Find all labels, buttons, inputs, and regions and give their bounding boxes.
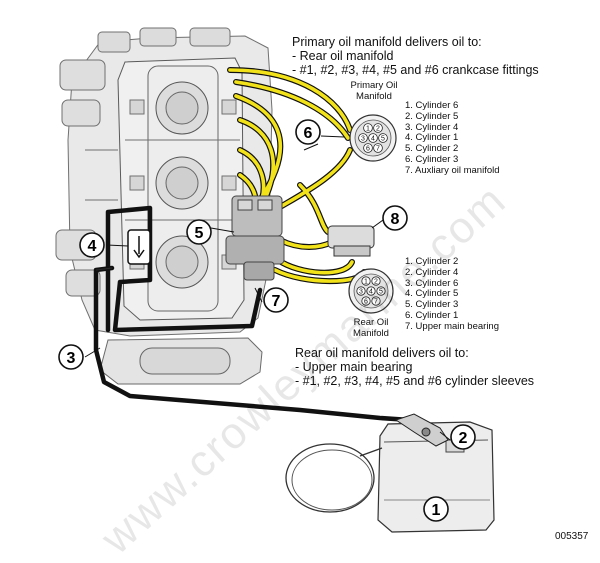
callout-2: 2 bbox=[450, 424, 476, 450]
auxiliary-manifold-connector bbox=[327, 225, 375, 257]
primary-manifold-caption: Primary oil manifold delivers oil to: - … bbox=[292, 35, 539, 77]
legend-item: 7. Auxliary oil manifold bbox=[405, 164, 500, 176]
legend-item: 1. Cylinder 2 bbox=[405, 256, 459, 267]
port-number: 6 bbox=[366, 146, 370, 153]
port-hole bbox=[358, 133, 368, 143]
figure-number: 005357 bbox=[555, 531, 589, 542]
callout-5-label: 5 bbox=[195, 225, 204, 242]
port-number: 2 bbox=[374, 279, 378, 286]
port-number: 4 bbox=[371, 136, 375, 143]
rear-manifold-caption-item: - Upper main bearing bbox=[295, 360, 413, 374]
callout-8: 8 bbox=[382, 205, 408, 231]
primary-manifold-legend: 1. Cylinder 6 2. Cylinder 5 3. Cylinder … bbox=[405, 100, 500, 176]
primary-manifold-caption-title: Primary oil manifold delivers oil to: bbox=[292, 35, 482, 49]
port-hole bbox=[378, 133, 388, 143]
rear-manifold-label-line: Rear Oil bbox=[353, 317, 389, 328]
legend-item: 5. Cylinder 3 bbox=[405, 299, 459, 311]
legend-item: 2. Cylinder 5 bbox=[405, 110, 459, 122]
port-number: 5 bbox=[381, 136, 385, 143]
rear-manifold-caption: Rear oil manifold delivers oil to: - Upp… bbox=[295, 346, 534, 388]
port-number: 7 bbox=[374, 299, 378, 306]
legend-item: 7. Upper main bearing bbox=[405, 320, 499, 332]
inline-oil-filter bbox=[127, 229, 151, 265]
port-hole bbox=[363, 123, 373, 133]
port-number: 4 bbox=[369, 289, 373, 296]
callout-6: 6 bbox=[295, 119, 321, 145]
port-hole bbox=[361, 276, 371, 286]
legend-item: 6. Cylinder 3 bbox=[405, 153, 459, 165]
primary-manifold-label: Primary Oil Manifold bbox=[348, 80, 400, 102]
port-number: 7 bbox=[376, 146, 380, 153]
callout-7: 7 bbox=[263, 287, 289, 313]
port-hole bbox=[356, 286, 366, 296]
port-hole bbox=[366, 286, 376, 296]
port-hole bbox=[376, 286, 386, 296]
callout-4-label: 4 bbox=[88, 238, 97, 255]
legend-item: 3. Cylinder 4 bbox=[405, 121, 459, 133]
rear-manifold-caption-title: Rear oil manifold delivers oil to: bbox=[295, 346, 469, 360]
callout-7-label: 7 bbox=[272, 293, 281, 310]
port-hole bbox=[373, 143, 383, 153]
rear-manifold-caption-item: - #1, #2, #3, #4, #5 and #6 cylinder sle… bbox=[295, 374, 535, 388]
legend-item: 4. Cylinder 5 bbox=[405, 288, 459, 300]
callout-8-label: 8 bbox=[391, 211, 400, 228]
callout-3: 3 bbox=[58, 344, 84, 370]
legend-item: 3. Cylinder 6 bbox=[405, 277, 459, 289]
callout-4: 4 bbox=[79, 232, 105, 258]
primary-manifold-caption-item: - Rear oil manifold bbox=[292, 49, 394, 63]
port-number: 2 bbox=[376, 126, 380, 133]
callout-6-label: 6 bbox=[304, 125, 313, 142]
primary-oil-manifold-assembly bbox=[225, 195, 285, 281]
port-hole bbox=[371, 276, 381, 286]
port-hole bbox=[371, 296, 381, 306]
legend-item: 5. Cylinder 2 bbox=[405, 143, 459, 155]
rear-manifold-label-line: Manifold bbox=[353, 328, 389, 339]
callout-3-label: 3 bbox=[67, 350, 76, 367]
port-number: 1 bbox=[364, 279, 368, 286]
primary-manifold-label-line: Primary Oil bbox=[350, 80, 398, 91]
port-hole bbox=[361, 296, 371, 306]
legend-item: 1. Cylinder 6 bbox=[405, 100, 459, 111]
callout-5: 5 bbox=[186, 219, 212, 245]
callout-2-label: 2 bbox=[459, 430, 468, 447]
leader-lines bbox=[84, 135, 451, 441]
legend-item: 2. Cylinder 4 bbox=[405, 266, 459, 278]
callout-1-label: 1 bbox=[432, 502, 441, 519]
port-number: 1 bbox=[366, 126, 370, 133]
primary-manifold-caption-item: - #1, #2, #3, #4, #5 and #6 crankcase fi… bbox=[292, 63, 539, 77]
port-number: 3 bbox=[359, 289, 363, 296]
port-hole bbox=[363, 143, 373, 153]
primary-manifold-label-line: Manifold bbox=[356, 91, 392, 102]
port-number: 3 bbox=[361, 136, 365, 143]
port-hole bbox=[373, 123, 383, 133]
rear-manifold-label: Rear Oil Manifold bbox=[346, 317, 396, 339]
port-hole bbox=[368, 133, 378, 143]
callout-1: 1 bbox=[423, 496, 449, 522]
legend-item: 6. Cylinder 1 bbox=[405, 309, 459, 321]
rear-manifold-legend: 1. Cylinder 2 2. Cylinder 4 3. Cylinder … bbox=[405, 256, 499, 332]
port-number: 6 bbox=[364, 299, 368, 306]
oil-supply-hose-inner bbox=[95, 267, 113, 271]
port-number: 5 bbox=[379, 289, 383, 296]
legend-item: 4. Cylinder 1 bbox=[405, 132, 459, 144]
